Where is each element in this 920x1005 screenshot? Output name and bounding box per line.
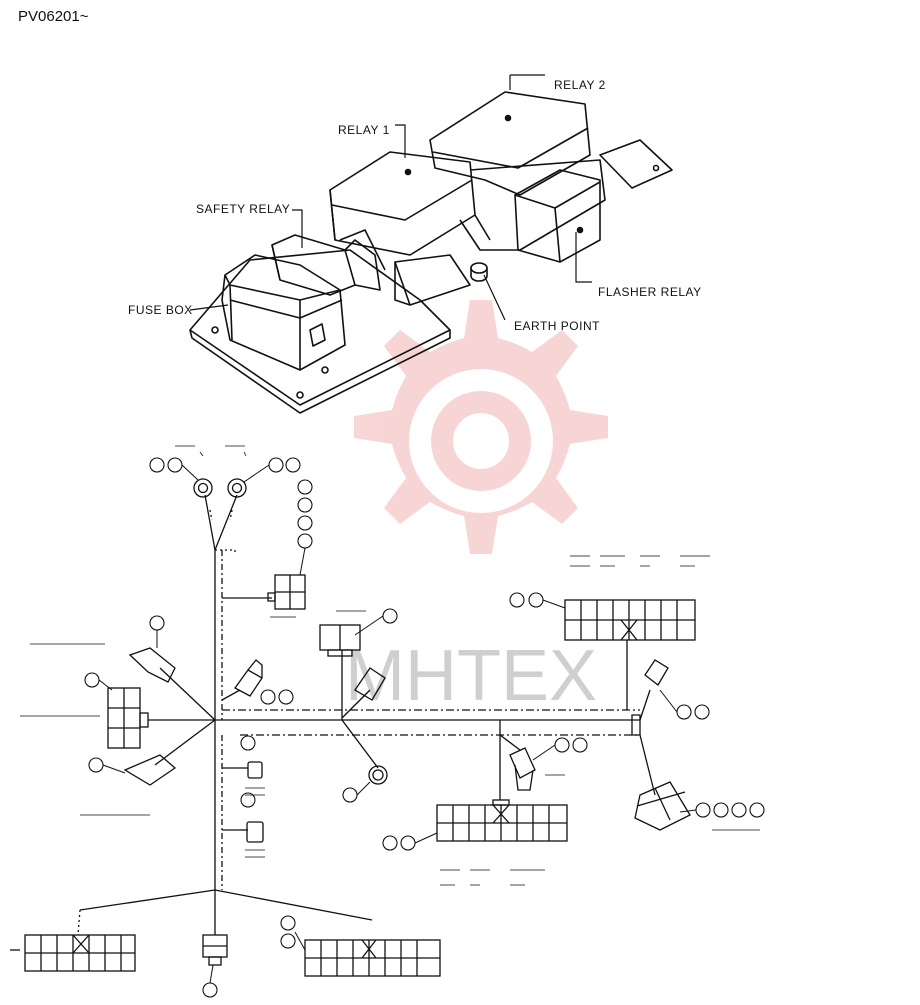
- earth-point-bolt: [470, 262, 488, 274]
- relay-2-body: [429, 91, 591, 196]
- relay-assembly: [189, 74, 673, 414]
- safety-relay-s-terminal: [193, 478, 213, 498]
- safety-relay-label: SAFETY RELAY: [196, 202, 290, 216]
- fuse-box-body: [221, 254, 346, 371]
- watermark-gear-icon: [354, 300, 608, 554]
- page-code: PV06201~: [18, 8, 89, 25]
- fuse-box-label: FUSE BOX: [128, 303, 193, 317]
- reference-markers: [84, 457, 765, 998]
- diode-lower: [509, 747, 536, 779]
- relay-1-body: [329, 151, 476, 256]
- starter-connector: [634, 781, 691, 831]
- fuse-box-b-connector: [123, 754, 177, 786]
- earth-point-label: EARTH POINT: [514, 319, 600, 333]
- dumper-connector-a: [247, 761, 263, 779]
- earth-ring-terminal: [368, 765, 388, 785]
- safety-relay-body: [271, 234, 356, 296]
- marker-leaders: [98, 464, 697, 984]
- relay-2-label: RELAY 2: [554, 78, 606, 92]
- annotation-marks: [20, 445, 760, 886]
- relay-1-label: RELAY 1: [338, 123, 390, 137]
- flasher-relay-label: FLASHER RELAY: [598, 285, 702, 299]
- diode-upper: [234, 669, 263, 697]
- dumper-connector-b: [246, 821, 264, 843]
- flasher-relay-body: [514, 169, 601, 263]
- watermark-text: MHTEX: [345, 636, 597, 716]
- safety-relay-b-terminal: [227, 478, 247, 498]
- wiring-harness: [10, 494, 656, 951]
- fuse-box-acc-connector: [128, 647, 176, 683]
- connectors: [24, 478, 696, 977]
